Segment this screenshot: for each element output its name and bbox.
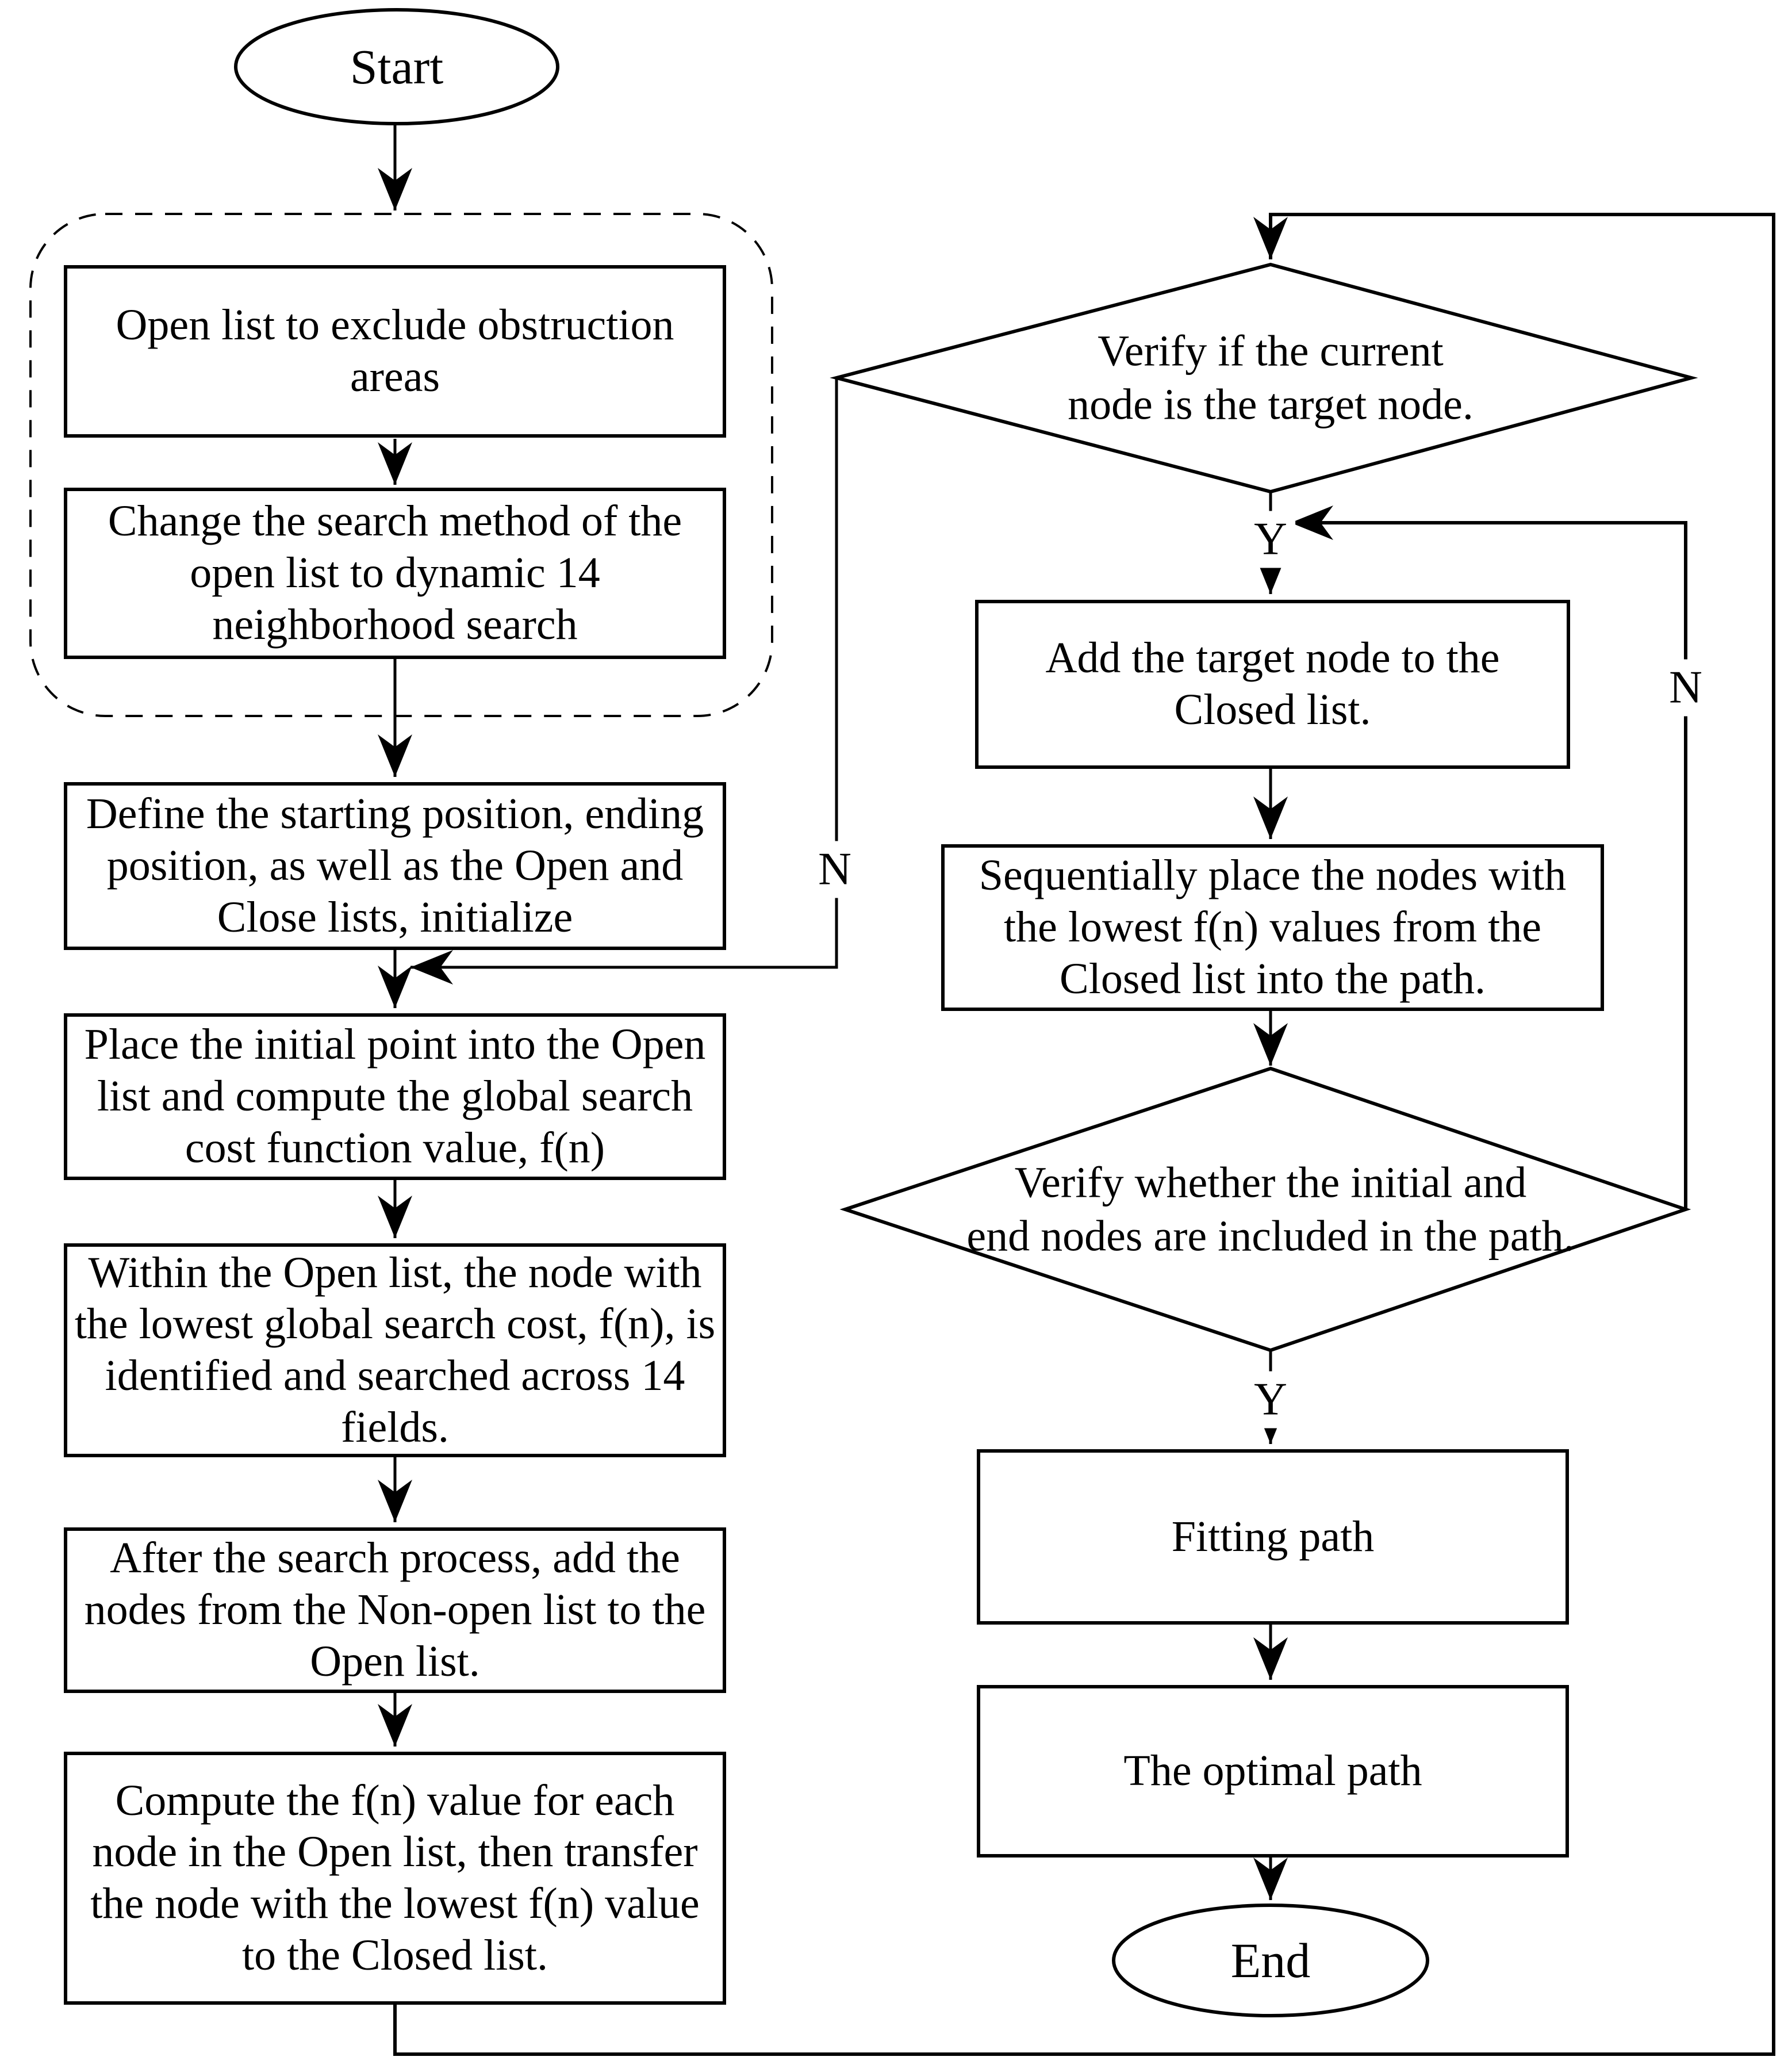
process-within-open-list-text: Within the Open list, the node with the … bbox=[74, 1248, 716, 1451]
process-fitting-path: Fitting path bbox=[977, 1449, 1569, 1625]
process-fitting-path-text: Fitting path bbox=[1171, 1512, 1375, 1561]
process-within-open-list: Within the Open list, the node with the … bbox=[64, 1243, 726, 1457]
process-sequentially-place-text: Sequentially place the nodes with the lo… bbox=[979, 851, 1567, 1003]
dashed-group-container bbox=[29, 213, 773, 717]
decision-target-node-text: Verify if the current node is the target… bbox=[1068, 324, 1474, 431]
process-optimal-path: The optimal path bbox=[977, 1685, 1569, 1857]
process-compute-fn-text: Compute the f(n) value for each node in … bbox=[90, 1776, 700, 1979]
decision-target-node-shape bbox=[830, 262, 1698, 494]
process-add-target-text: Add the target node to the Closed list. bbox=[1045, 634, 1500, 734]
start-label: Start bbox=[350, 39, 444, 94]
process-change-search-method: Change the search method of the open lis… bbox=[64, 488, 726, 659]
edge-label-no-path: N bbox=[1661, 659, 1710, 717]
decision-target-node-line1: Verify if the current bbox=[1098, 327, 1444, 376]
process-compute-fn: Compute the f(n) value for each node in … bbox=[64, 1752, 726, 2005]
process-open-list-exclude-text: Open list to exclude obstruction areas bbox=[116, 301, 674, 401]
edge-label-yes-path: Y bbox=[1246, 1371, 1295, 1428]
start-terminal-shape bbox=[234, 8, 559, 125]
process-define-positions: Define the starting position, ending pos… bbox=[64, 782, 726, 950]
decision-path-complete-shape bbox=[839, 1066, 1691, 1353]
process-define-positions-text: Define the starting position, ending pos… bbox=[86, 790, 704, 941]
process-place-initial-point-text: Place the initial point into the Open li… bbox=[84, 1020, 706, 1172]
process-sequentially-place: Sequentially place the nodes with the lo… bbox=[941, 844, 1604, 1011]
edge-no-path-loop bbox=[1291, 505, 1687, 1209]
edge-label-yes-target: Y bbox=[1246, 511, 1295, 568]
decision-path-complete-text: Verify whether the initial and end nodes… bbox=[966, 1156, 1574, 1262]
edge-no-target-loop bbox=[410, 379, 838, 985]
process-optimal-path-text: The optimal path bbox=[1123, 1747, 1422, 1795]
decision-target-node-line2: node is the target node. bbox=[1068, 380, 1474, 428]
edge-label-no-target: N bbox=[810, 841, 860, 898]
process-place-initial-point: Place the initial point into the Open li… bbox=[64, 1013, 726, 1180]
process-open-list-exclude: Open list to exclude obstruction areas bbox=[64, 265, 726, 438]
decision-path-complete-line2: end nodes are included in the path. bbox=[966, 1212, 1575, 1260]
end-label: End bbox=[1230, 1933, 1311, 1988]
process-change-search-method-text: Change the search method of the open lis… bbox=[108, 497, 682, 649]
edge-compute-to-verify-outer-loop bbox=[393, 213, 1775, 2056]
process-add-target: Add the target node to the Closed list. bbox=[975, 600, 1570, 769]
process-after-search-text: After the search process, add the nodes … bbox=[84, 1534, 706, 1686]
decision-path-complete-line1: Verify whether the initial and bbox=[1014, 1158, 1527, 1207]
end-terminal-shape bbox=[1112, 1904, 1429, 2017]
process-after-search: After the search process, add the nodes … bbox=[64, 1527, 726, 1693]
